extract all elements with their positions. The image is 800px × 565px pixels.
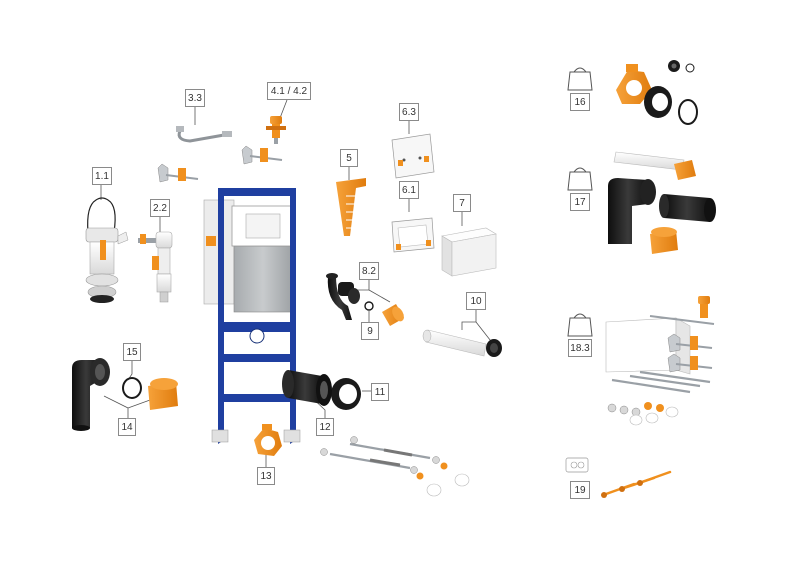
part-label-4-1-4-2: 4.1 / 4.2 [267,82,311,100]
part-fill-valve [138,231,173,303]
part-pipe-with-seal [422,329,502,357]
part-protective-frame [391,217,435,253]
part-label-6-3: 6.3 [399,103,419,121]
part-small-elbow [326,273,360,320]
part-connection-pipe [282,370,332,406]
part-flexible-hose [176,126,232,143]
part-label-14: 14 [118,418,136,436]
part-label-18-3: 18.3 [568,339,592,357]
part-label-10: 10 [466,292,486,310]
part-seal-and-cap [364,301,404,326]
part-flush-valve [85,197,129,303]
part-label-7: 7 [453,194,471,212]
part-protective-box [441,227,497,277]
part-set-16 [616,60,698,125]
part-label-11: 11 [371,383,389,401]
part-label-13: 13 [257,467,275,485]
part-label-1-1: 1.1 [92,167,112,185]
part-label-12: 12 [316,418,334,436]
part-angle-valve-brackets [157,145,283,183]
part-set-17 [608,151,716,254]
part-set-18-3 [605,296,715,426]
bag-icons [567,67,593,337]
part-large-seal-ring [331,378,361,410]
part-fixing-set [320,436,470,497]
part-label-3-3: 3.3 [185,89,205,107]
part-orange-bracket [336,178,366,236]
part-label-8-2: 8.2 [359,262,379,280]
part-label-6-1: 6.1 [399,181,419,199]
part-pipe-bracket [254,424,282,456]
part-label-19: 19 [570,481,590,499]
part-label-9: 9 [361,322,379,340]
part-large-elbow [72,358,110,431]
part-label-5: 5 [340,149,358,167]
part-label-16: 16 [570,93,590,111]
part-set-19 [565,457,672,498]
part-label-17: 17 [570,193,590,211]
part-water-connector [266,116,286,144]
part-label-15: 15 [123,343,141,361]
part-installation-frame [203,188,301,444]
part-label-2-2: 2.2 [150,199,170,217]
part-elbow-seal-and-cap [122,377,178,410]
part-mounting-plate [391,133,435,179]
